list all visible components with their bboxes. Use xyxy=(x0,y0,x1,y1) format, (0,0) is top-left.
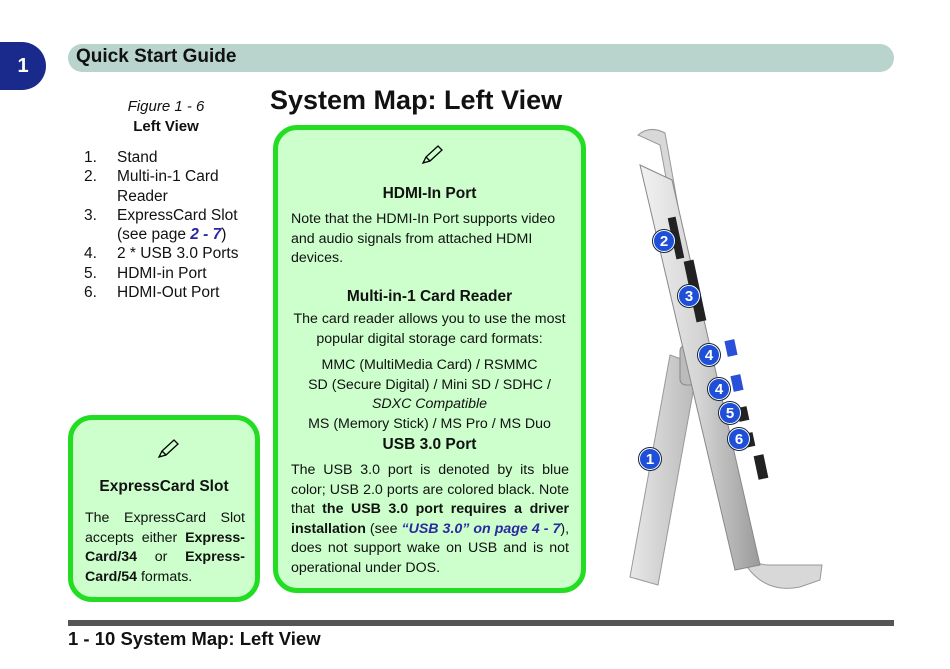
hdmi-in-text: Note that the HDMI-In Port supports vide… xyxy=(291,210,573,269)
figure-title: Left View xyxy=(92,117,240,137)
legend-item: 3.ExpressCard Slot (see page 2 - 7) xyxy=(84,206,264,245)
chapter-tab: 1 xyxy=(0,42,46,90)
figure-number: Figure 1 - 6 xyxy=(92,97,240,117)
legend-item: 5.HDMI-in Port xyxy=(84,264,264,283)
card-reader-heading: Multi-in-1 Card Reader xyxy=(278,288,581,306)
usb30-page-link[interactable]: “USB 3.0” on page 4 - 7 xyxy=(402,521,561,537)
note-box-main: HDMI-In Port Note that the HDMI-In Port … xyxy=(273,125,586,593)
expresscard-text: The ExpressCard Slot accepts either Expr… xyxy=(85,509,245,587)
legend-list: 1.Stand 2.Multi-in-1 Card Reader 3.Expre… xyxy=(84,148,264,302)
card-reader-text: The card reader allows you to use the mo… xyxy=(288,310,571,434)
footer-rule xyxy=(68,620,894,626)
callout-badge: 6 xyxy=(728,428,750,450)
legend-item: 1.Stand xyxy=(84,148,264,167)
legend-item: 6.HDMI-Out Port xyxy=(84,283,264,302)
callout-badge: 4 xyxy=(708,378,730,400)
chapter-number: 1 xyxy=(17,55,28,78)
device-left-view-image xyxy=(610,125,890,595)
pencil-icon xyxy=(156,438,180,460)
footer-title: 1 - 10 System Map: Left View xyxy=(68,627,321,651)
callout-badge: 4 xyxy=(698,344,720,366)
page-link[interactable]: 2 - 7 xyxy=(190,226,221,243)
note-box-expresscard: ExpressCard Slot The ExpressCard Slot ac… xyxy=(68,415,260,602)
page-title: System Map: Left View xyxy=(270,82,562,118)
legend-item: 4.2 * USB 3.0 Ports xyxy=(84,244,264,263)
header-title: Quick Start Guide xyxy=(76,44,236,70)
pencil-icon xyxy=(420,144,444,166)
callout-badge: 5 xyxy=(719,402,741,424)
figure-caption: Figure 1 - 6 Left View xyxy=(92,97,240,137)
hdmi-in-heading: HDMI-In Port xyxy=(278,185,581,203)
expresscard-heading: ExpressCard Slot xyxy=(73,478,255,496)
callout-badge: 2 xyxy=(653,230,675,252)
callout-badge: 3 xyxy=(678,285,700,307)
usb30-text: The USB 3.0 port is denoted by its blue … xyxy=(291,461,569,578)
usb30-heading: USB 3.0 Port xyxy=(278,436,581,454)
legend-item: 2.Multi-in-1 Card Reader xyxy=(84,167,264,206)
callout-badge: 1 xyxy=(639,448,661,470)
